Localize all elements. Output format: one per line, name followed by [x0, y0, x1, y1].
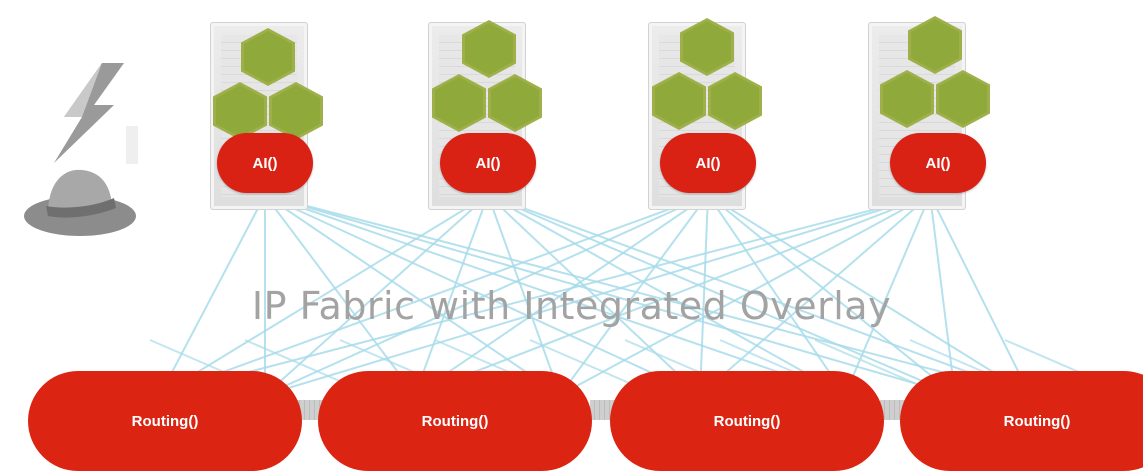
fabric-link	[559, 194, 931, 396]
routing-node-label: Routing()	[1003, 412, 1071, 430]
red-hat-icon	[24, 169, 136, 236]
ai-node-label: AI()	[252, 154, 278, 172]
fabric-link	[414, 194, 931, 396]
fabric-link	[929, 194, 956, 396]
routing-node: Routing()	[900, 371, 1143, 471]
ai-node: AI()	[440, 133, 536, 193]
fabric-link	[159, 194, 931, 396]
ai-node: AI()	[660, 133, 756, 193]
fabric-link	[159, 194, 489, 396]
fabric-link	[707, 194, 846, 396]
fabric-link	[264, 194, 701, 396]
ai-node-label: AI()	[475, 154, 501, 172]
fabric-link	[487, 194, 956, 396]
fabric-link	[264, 194, 956, 396]
fabric-link	[487, 194, 1031, 396]
fabric-link	[159, 194, 266, 396]
routing-node-label: Routing()	[713, 412, 781, 430]
routing-node: Routing()	[28, 371, 302, 471]
routing-node-label: Routing()	[131, 412, 199, 430]
fabric-link	[929, 194, 1031, 396]
fabric-link	[487, 194, 846, 396]
fabric-link	[707, 194, 1031, 396]
fabric-link	[264, 194, 489, 396]
fabric-link	[264, 194, 1031, 396]
fabric-link	[559, 194, 709, 396]
fabric-link	[264, 194, 709, 396]
fabric-link	[814, 339, 936, 393]
fabric-link	[487, 194, 701, 396]
routing-node: Routing()	[610, 371, 884, 471]
fabric-link	[264, 194, 931, 396]
fabric-link	[699, 194, 709, 396]
fabric-link	[159, 194, 709, 396]
fabric-link	[264, 194, 846, 396]
fabric-link	[487, 194, 561, 396]
fabric-link	[844, 194, 931, 396]
fabric-link	[414, 194, 489, 396]
ai-node-label: AI()	[925, 154, 951, 172]
small-mark	[126, 126, 138, 164]
fabric-link	[699, 194, 931, 396]
openshift-logo-icon	[54, 63, 124, 163]
fabric-link	[264, 194, 561, 396]
fabric-link	[414, 194, 709, 396]
fabric-label: IP Fabric with Integrated Overlay	[251, 284, 892, 328]
ai-node-label: AI()	[695, 154, 721, 172]
ai-node: AI()	[217, 133, 313, 193]
routing-node: Routing()	[318, 371, 592, 471]
ai-node: AI()	[890, 133, 986, 193]
routing-node-label: Routing()	[421, 412, 489, 430]
fabric-link	[707, 194, 956, 396]
